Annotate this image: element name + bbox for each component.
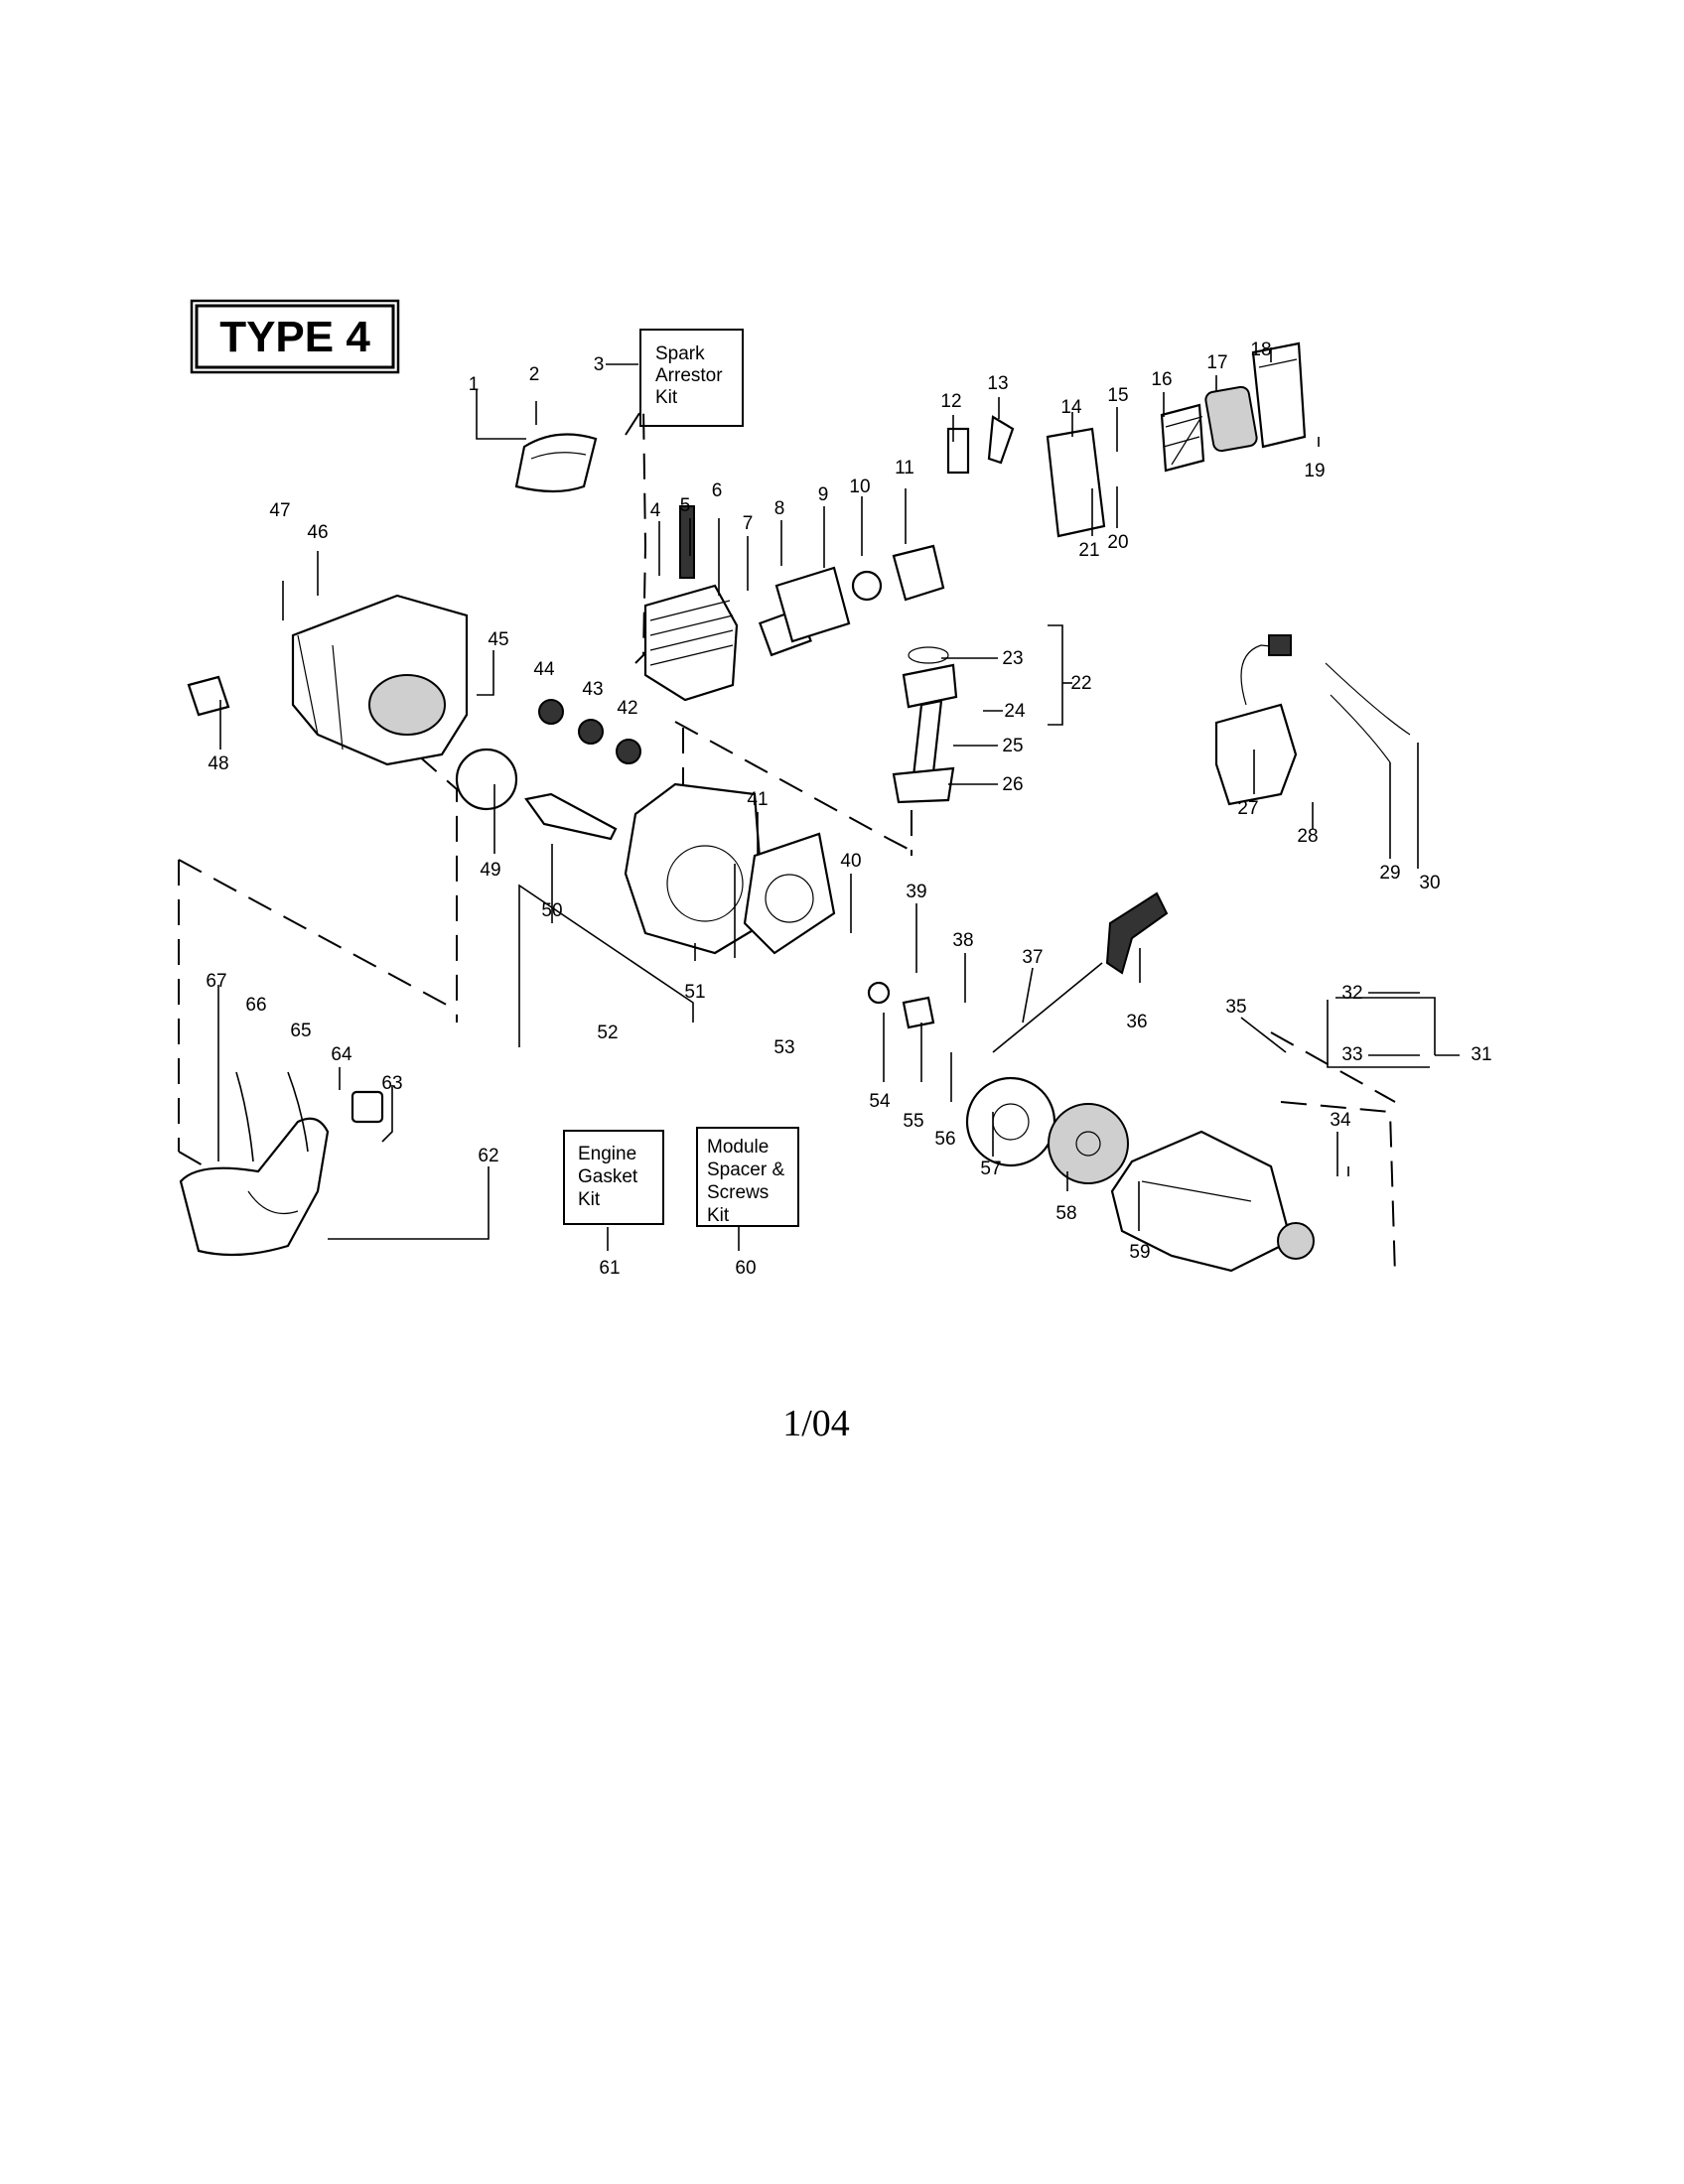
- callout-29: 29: [1379, 863, 1400, 884]
- callout-19: 19: [1304, 461, 1325, 481]
- callout-43: 43: [582, 679, 603, 700]
- callout-3: 3: [594, 354, 605, 375]
- callout-51: 51: [684, 982, 705, 1003]
- callout-15: 15: [1107, 385, 1128, 406]
- callout-62: 62: [478, 1146, 498, 1166]
- crankshaft-parts: [455, 699, 641, 841]
- ignition-module: [1214, 634, 1411, 806]
- callout-57: 57: [980, 1159, 1001, 1179]
- callout-52: 52: [597, 1023, 618, 1043]
- callout-35: 35: [1225, 997, 1246, 1018]
- callout-4: 4: [650, 500, 661, 521]
- fuel-tank: [179, 1071, 384, 1257]
- assembly-dashed-lines: [178, 403, 1396, 1277]
- module-spacer-kit-line-3: Screws: [707, 1182, 769, 1203]
- module-spacer-kit-box: Module Spacer & Screws Kit: [696, 1127, 799, 1227]
- callout-12: 12: [940, 391, 961, 412]
- callout-10: 10: [849, 477, 870, 497]
- callout-42: 42: [617, 698, 637, 719]
- spark-arrestor-kit-line-3: Kit: [655, 387, 678, 408]
- callout-67: 67: [206, 971, 226, 992]
- callout-5: 5: [680, 495, 691, 516]
- engine-shroud: [187, 594, 469, 766]
- spark-arrestor-kit-box: Spark Arrestor Kit: [639, 329, 744, 427]
- piston-assembly: [892, 646, 958, 804]
- module-spacer-kit-line-1: Module: [707, 1137, 769, 1158]
- callout-14: 14: [1060, 397, 1082, 418]
- callout-37: 37: [1022, 947, 1043, 968]
- callout-40: 40: [840, 851, 861, 872]
- callout-16: 16: [1151, 369, 1172, 390]
- engine-gasket-kit-box: Engine Gasket Kit: [563, 1130, 664, 1225]
- callout-49: 49: [480, 860, 500, 881]
- callout-30: 30: [1419, 873, 1440, 893]
- callout-18: 18: [1250, 340, 1271, 360]
- callout-11: 11: [895, 458, 914, 478]
- footer-date: 1/04: [782, 1403, 850, 1444]
- callout-13: 13: [987, 373, 1008, 394]
- spark-arrestor-kit-line-2: Arrestor: [655, 365, 723, 386]
- leader-lines: [217, 347, 1460, 1251]
- engine-gasket-kit-line-2: Gasket: [578, 1166, 638, 1187]
- callout-38: 38: [952, 930, 973, 951]
- callout-17: 17: [1206, 352, 1227, 373]
- callout-44: 44: [533, 659, 555, 680]
- callout-58: 58: [1055, 1203, 1076, 1224]
- callout-66: 66: [245, 995, 266, 1016]
- module-spacer-kit-line-2: Spacer &: [707, 1160, 784, 1180]
- callout-50: 50: [541, 900, 562, 921]
- callout-41: 41: [747, 789, 768, 810]
- type-title: TYPE 4: [219, 313, 370, 361]
- clutch-housing: [1110, 1130, 1315, 1273]
- callout-7: 7: [743, 513, 754, 534]
- callout-46: 46: [307, 522, 328, 543]
- module-spacer-kit-line-4: Kit: [707, 1205, 730, 1226]
- callout-20: 20: [1107, 532, 1128, 553]
- callout-31: 31: [1471, 1044, 1491, 1065]
- callout-27: 27: [1237, 798, 1258, 819]
- callout-9: 9: [818, 484, 829, 505]
- callout-22: 22: [1070, 673, 1091, 694]
- engine-gasket-kit-line-3: Kit: [578, 1189, 601, 1210]
- callout-8: 8: [774, 498, 785, 519]
- muffler-cover: [514, 433, 598, 493]
- callout-28: 28: [1297, 826, 1318, 847]
- callout-26: 26: [1002, 774, 1023, 795]
- type-title-box: TYPE 4: [190, 299, 400, 374]
- callout-54: 54: [869, 1091, 891, 1112]
- callout-64: 64: [331, 1044, 352, 1065]
- callout-numbers: 1 2 3 4 5 6 7 8 9 10 11 12 13 14 15 16 1…: [206, 340, 1491, 1279]
- callout-1: 1: [469, 374, 480, 395]
- callout-34: 34: [1330, 1110, 1351, 1131]
- callout-25: 25: [1002, 736, 1023, 756]
- callout-32: 32: [1341, 983, 1362, 1004]
- callout-24: 24: [1004, 701, 1026, 722]
- crankcase: [624, 782, 836, 955]
- callout-33: 33: [1341, 1044, 1362, 1065]
- carburetor-parts: [758, 415, 1106, 657]
- callout-47: 47: [269, 500, 290, 521]
- callout-45: 45: [488, 629, 508, 650]
- spark-arrestor-kit-line-1: Spark: [655, 343, 705, 364]
- callout-63: 63: [381, 1073, 402, 1094]
- callout-59: 59: [1129, 1242, 1150, 1263]
- engine-gasket-kit-line-1: Engine: [578, 1144, 636, 1164]
- callout-53: 53: [773, 1037, 794, 1058]
- callout-39: 39: [906, 882, 926, 902]
- callout-56: 56: [934, 1129, 955, 1150]
- callout-6: 6: [712, 480, 723, 501]
- starter-parts: [867, 891, 1169, 1184]
- air-filter-parts: [1160, 341, 1307, 473]
- callout-65: 65: [290, 1021, 311, 1041]
- callout-2: 2: [529, 364, 540, 385]
- callout-55: 55: [903, 1111, 923, 1132]
- callout-21: 21: [1078, 540, 1099, 561]
- callout-23: 23: [1002, 648, 1023, 669]
- callout-61: 61: [599, 1258, 620, 1279]
- callout-48: 48: [208, 753, 228, 774]
- callout-60: 60: [735, 1258, 756, 1279]
- callout-36: 36: [1126, 1012, 1147, 1032]
